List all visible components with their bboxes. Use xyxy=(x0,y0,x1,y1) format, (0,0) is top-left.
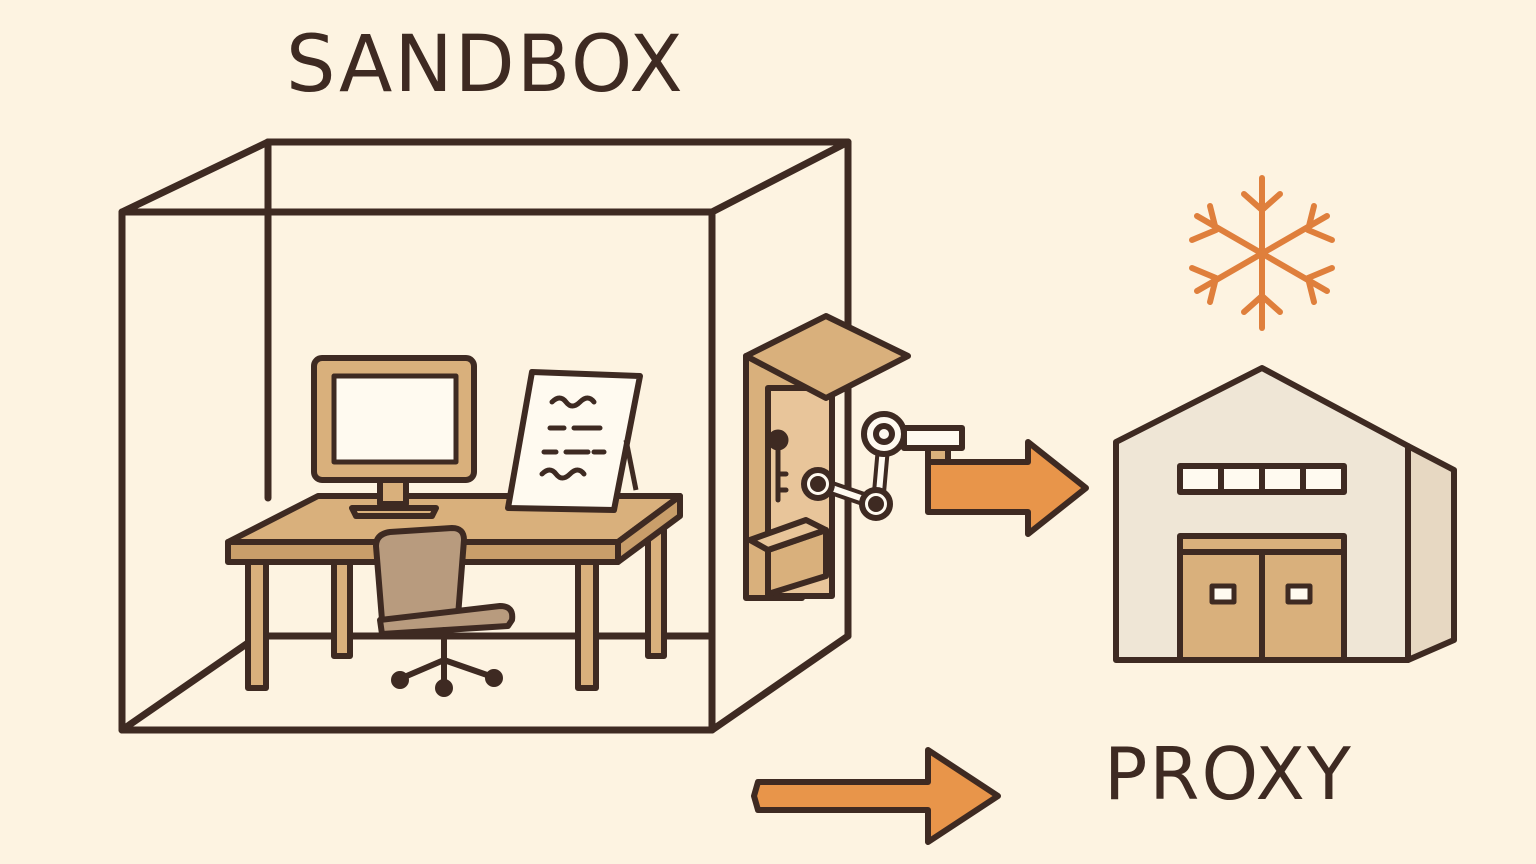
right-arrow-icon xyxy=(751,747,1001,845)
proxy-title: PROXY xyxy=(1104,732,1353,816)
computer-monitor-icon xyxy=(311,355,477,519)
robot-arm-icon xyxy=(801,411,965,521)
key-icon xyxy=(767,429,789,503)
document-icon xyxy=(505,369,643,513)
snowflake-icon xyxy=(1189,175,1335,331)
right-arrow-icon xyxy=(925,439,1089,537)
office-chair-icon xyxy=(373,525,516,697)
sandbox-title: SANDBOX xyxy=(286,20,685,110)
sandbox-box-icon xyxy=(118,138,852,734)
warehouse-icon xyxy=(1113,365,1457,663)
